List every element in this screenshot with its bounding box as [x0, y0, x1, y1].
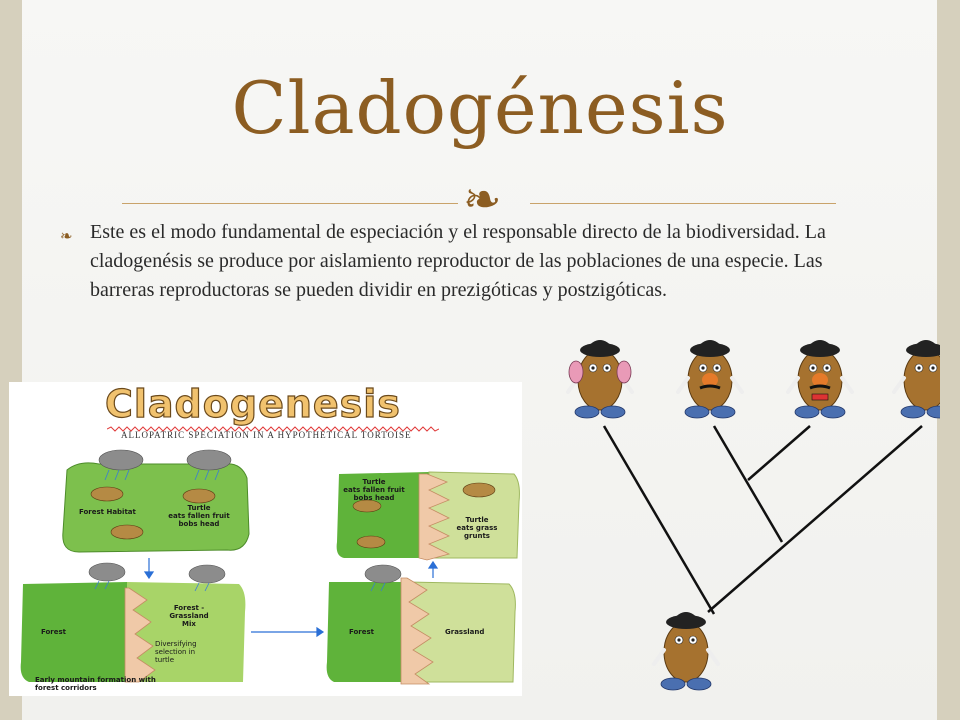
panel-split-grass — [428, 471, 520, 559]
figure-title: Cladogenesis — [104, 381, 401, 426]
arrow-icon — [143, 558, 439, 638]
potato-character-3 — [786, 338, 854, 420]
mountain-ridge-top — [418, 473, 451, 561]
figure-subtitle: ALLOPATRIC SPECIATION IN A HYPOTHETICAL … — [121, 430, 412, 440]
panel-forest-mix — [20, 582, 127, 682]
slide-title: Cladogénesis — [231, 66, 729, 150]
body-paragraph: Este es el modo fundamental de especiaci… — [90, 221, 826, 301]
title-divider-right — [530, 203, 836, 204]
potato-character-1 — [566, 338, 634, 420]
body-text: ❧ Este es el modo fundamental de especia… — [60, 218, 890, 305]
panel-br-forest — [326, 582, 407, 682]
fleuron-ornament-icon: ❧ — [463, 172, 502, 226]
speciation-panels — [20, 449, 520, 685]
phylogenetic-tree — [566, 338, 940, 692]
turtle-icon — [90, 482, 496, 549]
panel-split-forest — [336, 472, 429, 558]
label-br-forest: Forest — [349, 628, 375, 636]
panel-br-grass — [406, 581, 516, 683]
potato-character-2 — [676, 338, 744, 420]
rain-icon — [94, 469, 386, 592]
fleuron-bullet-icon: ❧ — [60, 227, 73, 245]
tree-branches — [602, 425, 923, 615]
potato-character-ancestor — [652, 610, 720, 692]
spellcheck-underline — [107, 426, 439, 432]
cladogenesis-figure: Cladogenesis ALLOPATRIC SPECIATION IN A … — [9, 381, 522, 696]
panel-mix-grass — [127, 582, 246, 682]
label-forest: Forest — [41, 628, 67, 636]
title-divider-left — [122, 203, 458, 204]
mountain-ridge-bottom-right — [400, 577, 434, 685]
cloud-icon — [88, 449, 402, 584]
panel-forest-habitat — [62, 462, 250, 553]
potato-character-4 — [892, 338, 940, 420]
label-forest-habitat: Forest Habitat — [79, 508, 136, 516]
label-br-grassland: Grassland — [445, 628, 485, 636]
mountain-ridge-bottom-left — [124, 587, 156, 683]
